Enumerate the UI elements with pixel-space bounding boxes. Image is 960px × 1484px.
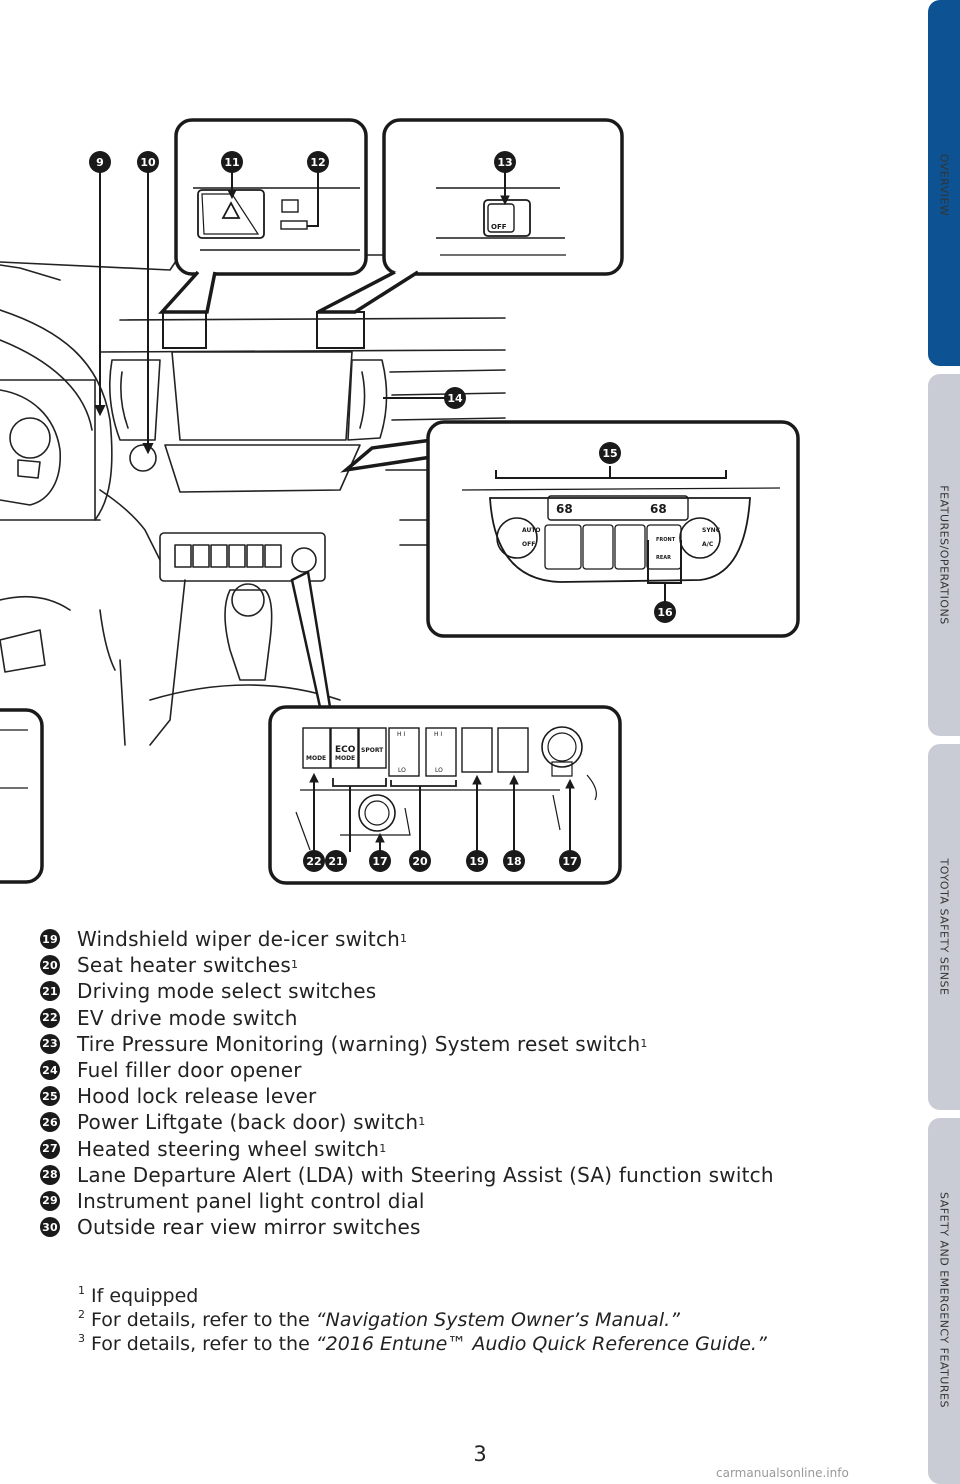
legend-text: Lane Departure Alert (LDA) with Steering… — [77, 1162, 774, 1187]
callout-badge: 13 — [494, 151, 516, 173]
climate-auto-label: AUTO — [522, 527, 541, 534]
legend-item: 29 Instrument panel light control dial — [40, 1188, 900, 1214]
climate-front-label: FRONT — [656, 537, 676, 543]
legend-item: 24 Fuel filler door opener — [40, 1057, 900, 1083]
svg-text:15: 15 — [602, 447, 617, 460]
legend-number-badge: 30 — [40, 1217, 60, 1238]
side-tab-label: FEATURES/OPERATIONS — [937, 485, 951, 625]
climate-sync-label: SYNC — [702, 527, 721, 534]
legend-item: 21 Driving mode select switches — [40, 978, 900, 1004]
callout-badge: 15 — [599, 442, 621, 464]
legend-number-badge: 21 — [40, 981, 60, 1002]
legend-number-badge: 25 — [40, 1086, 60, 1107]
svg-text:14: 14 — [447, 392, 463, 405]
seat-lo-label-left: LO — [398, 767, 406, 774]
legend-number-badge: 19 — [40, 929, 60, 950]
callout-badge: 14 — [444, 387, 466, 409]
svg-text:22: 22 — [306, 855, 321, 868]
legend-number-badge: 20 — [40, 955, 60, 976]
callout-badge: 10 — [137, 151, 159, 173]
legend-number-badge: 23 — [40, 1033, 60, 1054]
legend-text: Heated steering wheel switch — [77, 1136, 380, 1161]
legend-item: 25 Hood lock release lever — [40, 1083, 900, 1109]
legend-text: Instrument panel light control dial — [77, 1188, 425, 1213]
callout-badge: 12 — [307, 151, 329, 173]
svg-text:21: 21 — [328, 855, 343, 868]
legend-number-badge: 27 — [40, 1138, 60, 1159]
svg-text:18: 18 — [506, 855, 521, 868]
callout-badge: 17 — [559, 850, 581, 872]
svg-text:16: 16 — [657, 606, 673, 619]
callout-badge: 16 — [654, 601, 676, 623]
vsc-off-label: OFF — [491, 223, 507, 231]
eco-label-top: ECO — [335, 745, 356, 755]
footnotes: 1 If equipped 2 For details, refer to th… — [78, 1284, 767, 1356]
legend-text: Driving mode select switches — [77, 979, 377, 1004]
eco-label-bottom: MODE — [335, 755, 355, 762]
callout-badge: 17 — [369, 850, 391, 872]
dashboard-diagram: OFF 68 68 AUTO OFF SYNC A/C FRONT REAR — [0, 118, 800, 885]
page-number: 3 — [473, 1442, 487, 1466]
callout-badge: 20 — [409, 850, 431, 872]
svg-text:17: 17 — [562, 855, 577, 868]
svg-text:19: 19 — [469, 855, 484, 868]
side-tab-features-operations[interactable] — [928, 374, 960, 736]
seat-lo-label-right: LO — [435, 767, 443, 774]
legend-item: 23 Tire Pressure Monitoring (warning) Sys… — [40, 1031, 900, 1057]
side-tab-label: TOYOTA SAFETY SENSE — [937, 858, 951, 996]
svg-text:13: 13 — [497, 156, 512, 169]
seat-hi-label-left: H I — [397, 731, 405, 738]
legend-item: 28 Lane Departure Alert (LDA) with Steeri… — [40, 1162, 900, 1188]
legend-text: Power Liftgate (back door) switch — [77, 1110, 419, 1135]
side-tab-label: OVERVIEW — [937, 153, 951, 217]
callout-badge: 18 — [503, 850, 525, 872]
callout-badge: 9 — [89, 151, 111, 173]
legend-text: EV drive mode switch — [77, 1005, 298, 1030]
legend-text: Tire Pressure Monitoring (warning) Syste… — [77, 1031, 641, 1056]
svg-text:9: 9 — [96, 156, 104, 169]
sport-label: SPORT — [361, 747, 384, 754]
side-tab-label: SAFETY AND EMERGENCY FEATURES — [937, 1192, 951, 1408]
legend-item: 30 Outside rear view mirror switches — [40, 1214, 900, 1240]
legend-number-badge: 29 — [40, 1190, 60, 1211]
side-tab-overview[interactable] — [928, 0, 960, 366]
ev-mode-label: MODE — [306, 755, 326, 762]
legend-text: Windshield wiper de-icer switch — [77, 927, 401, 952]
climate-ac-label: A/C — [702, 541, 714, 548]
seat-hi-label-right: H I — [434, 731, 442, 738]
climate-rear-label: REAR — [656, 555, 671, 561]
callout-badge: 11 — [221, 151, 243, 173]
legend-text: Outside rear view mirror switches — [77, 1215, 421, 1240]
side-tab-toyota-safety-sense[interactable] — [928, 744, 960, 1110]
legend-number-badge: 22 — [40, 1007, 60, 1028]
legend-text: Seat heater switches — [77, 953, 291, 978]
footer-watermark: carmanualsonline.info — [716, 1466, 849, 1480]
legend-number-badge: 28 — [40, 1164, 60, 1185]
svg-text:10: 10 — [140, 156, 156, 169]
svg-text:20: 20 — [412, 855, 428, 868]
footnote-3: 3 For details, refer to the “2016 Entune… — [78, 1332, 767, 1355]
side-tab-safety-emergency[interactable] — [928, 1118, 960, 1484]
callout-badge: 21 — [325, 850, 347, 872]
footnote-2: 2 For details, refer to the “Navigation … — [78, 1308, 680, 1331]
legend-text: Hood lock release lever — [77, 1084, 317, 1109]
climate-temp-right: 68 — [650, 502, 667, 516]
climate-off-label: OFF — [522, 541, 535, 548]
svg-text:17: 17 — [372, 855, 387, 868]
svg-text:11: 11 — [224, 156, 239, 169]
callout-badge: 19 — [466, 850, 488, 872]
legend-number-badge: 26 — [40, 1112, 60, 1133]
legend-item: 22 EV drive mode switch — [40, 1005, 900, 1031]
legend-number-badge: 24 — [40, 1060, 60, 1081]
svg-text:12: 12 — [310, 156, 325, 169]
callout-badge: 22 — [303, 850, 325, 872]
footnote-1: 1 If equipped — [78, 1284, 199, 1307]
climate-temp-left: 68 — [556, 502, 573, 516]
legend-text: Fuel filler door opener — [77, 1058, 302, 1083]
